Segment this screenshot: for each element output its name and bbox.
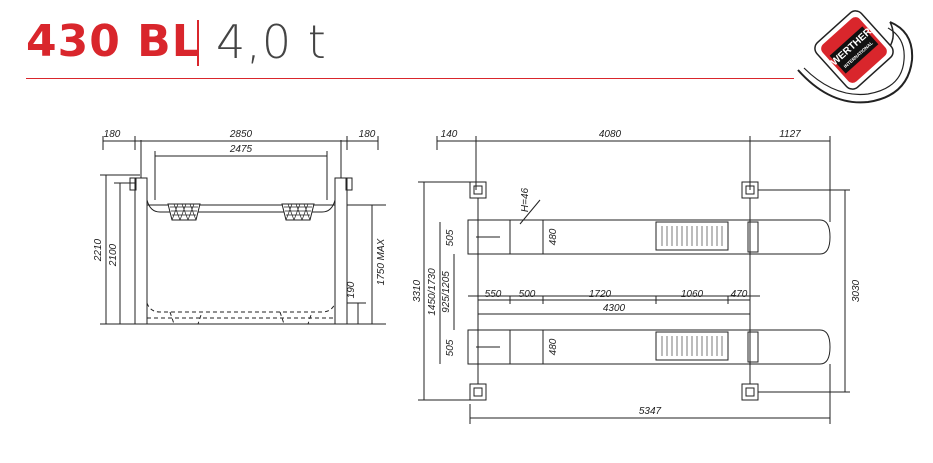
post-bottom-right (741, 383, 759, 401)
header-divider (197, 20, 199, 66)
front-pad-right (281, 203, 315, 221)
werther-logo: WERTHER INTERNATIONAL (797, 10, 914, 104)
capacity-label: 4,0 t (216, 15, 327, 69)
front-pad-left (167, 203, 201, 221)
top-view (418, 136, 850, 424)
dim-front-min-height: 190 (346, 281, 357, 298)
dim-top-runway-width-bottom: 480 (548, 338, 559, 355)
front-view (100, 136, 386, 325)
dim-top-inner-track: 925/1205 (441, 271, 452, 313)
dim-top-length: 4080 (599, 129, 622, 140)
runway-top (467, 219, 831, 255)
dim-front-max-height: 1750 MAX (376, 238, 387, 285)
model-name: 430 BL (26, 16, 201, 67)
dim-top-seg-b: 500 (519, 289, 536, 300)
header-rule (26, 78, 794, 79)
dim-top-seg-e: 470 (731, 289, 748, 300)
dim-top-left-offset: 140 (441, 129, 458, 140)
dim-top-pad-width-bottom: 505 (445, 339, 456, 356)
dim-top-overall-length: 5347 (639, 406, 662, 417)
runway-bottom (467, 329, 831, 365)
post-bottom-left (469, 383, 487, 401)
dim-top-runway-length: 4300 (603, 303, 626, 314)
dim-front-span: 2850 (229, 129, 253, 140)
dim-front-total-height: 2210 (93, 238, 104, 262)
dim-top-runway-width-top: 480 (548, 228, 559, 245)
dim-top-pad-width-top: 505 (445, 229, 456, 246)
dim-top-seg-c: 1720 (589, 289, 612, 300)
dim-top-total-width: 3310 (412, 279, 423, 302)
dim-front-inner: 2475 (229, 144, 253, 155)
dim-front-right-post: 180 (359, 129, 376, 140)
dim-top-right-offset: 1127 (779, 129, 801, 140)
header: 430 BL 4,0 t WERTHER INTERNATIONAL (0, 0, 933, 110)
post-top-left (469, 181, 487, 199)
dim-top-seg-d: 1060 (681, 289, 704, 300)
dim-top-seg-a: 550 (485, 289, 502, 300)
dim-front-left-post: 180 (104, 129, 121, 140)
dim-top-post-centers: 3030 (851, 279, 862, 302)
dim-top-track: 1450/1730 (427, 268, 438, 316)
technical-drawings: 180 2850 180 2475 2210 2100 190 1750 MAX… (93, 129, 862, 424)
dim-front-post-height: 2100 (108, 243, 119, 267)
dim-top-h: H=46 (520, 187, 531, 212)
